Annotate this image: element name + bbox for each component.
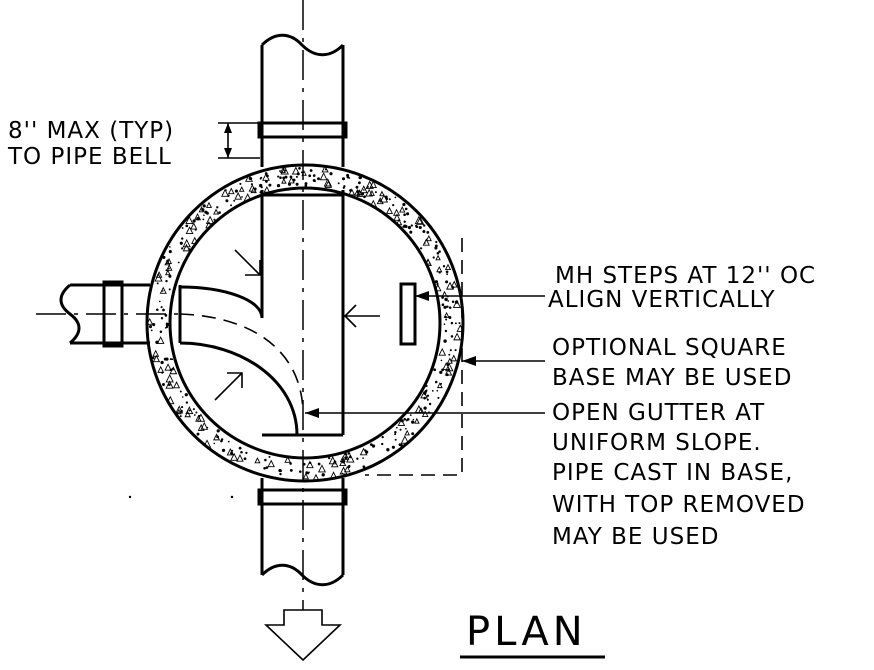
gutter-label-line3: PIPE CAST IN BASE, xyxy=(552,460,793,486)
base-label-line2: BASE MAY BE USED xyxy=(552,365,792,391)
steps-label-line1: MH STEPS AT 12'' OC xyxy=(555,263,816,289)
flow-arrow-upper xyxy=(234,249,261,276)
drawing-title: PLAN xyxy=(466,609,587,655)
dimension-label-line2: TO PIPE BELL xyxy=(7,144,172,170)
leader-steps xyxy=(415,291,545,301)
flow-arrow-right xyxy=(343,304,380,328)
steps-label-line2: ALIGN VERTICALLY xyxy=(548,287,776,313)
top-pipe xyxy=(257,33,348,167)
gutter-label-line5: MAY BE USED xyxy=(552,524,719,550)
flow-arrow-lower xyxy=(214,372,243,401)
stray-mark xyxy=(230,495,234,499)
leader-base xyxy=(462,356,545,366)
dimension-label-line1: 8'' MAX (TYP) xyxy=(8,118,174,144)
stray-mark xyxy=(128,495,132,499)
curved-channel xyxy=(178,285,304,436)
outlet-pipe xyxy=(257,433,348,587)
inlet-channel-top xyxy=(260,190,345,435)
concrete-stipple xyxy=(146,165,463,482)
gutter-label-line1: OPEN GUTTER AT xyxy=(552,400,765,426)
pipe-bell-dimension xyxy=(218,122,260,159)
optional-square-base xyxy=(365,238,463,476)
flow-direction-arrow xyxy=(263,609,343,662)
mh-steps xyxy=(399,282,417,346)
base-label-line1: OPTIONAL SQUARE xyxy=(552,335,787,361)
gutter-label-line4: WITH TOP REMOVED xyxy=(552,492,806,518)
leader-gutter xyxy=(305,408,545,418)
gutter-label-line2: UNIFORM SLOPE. xyxy=(552,430,762,456)
left-pipe xyxy=(36,280,180,348)
manhole-wall xyxy=(145,163,465,483)
